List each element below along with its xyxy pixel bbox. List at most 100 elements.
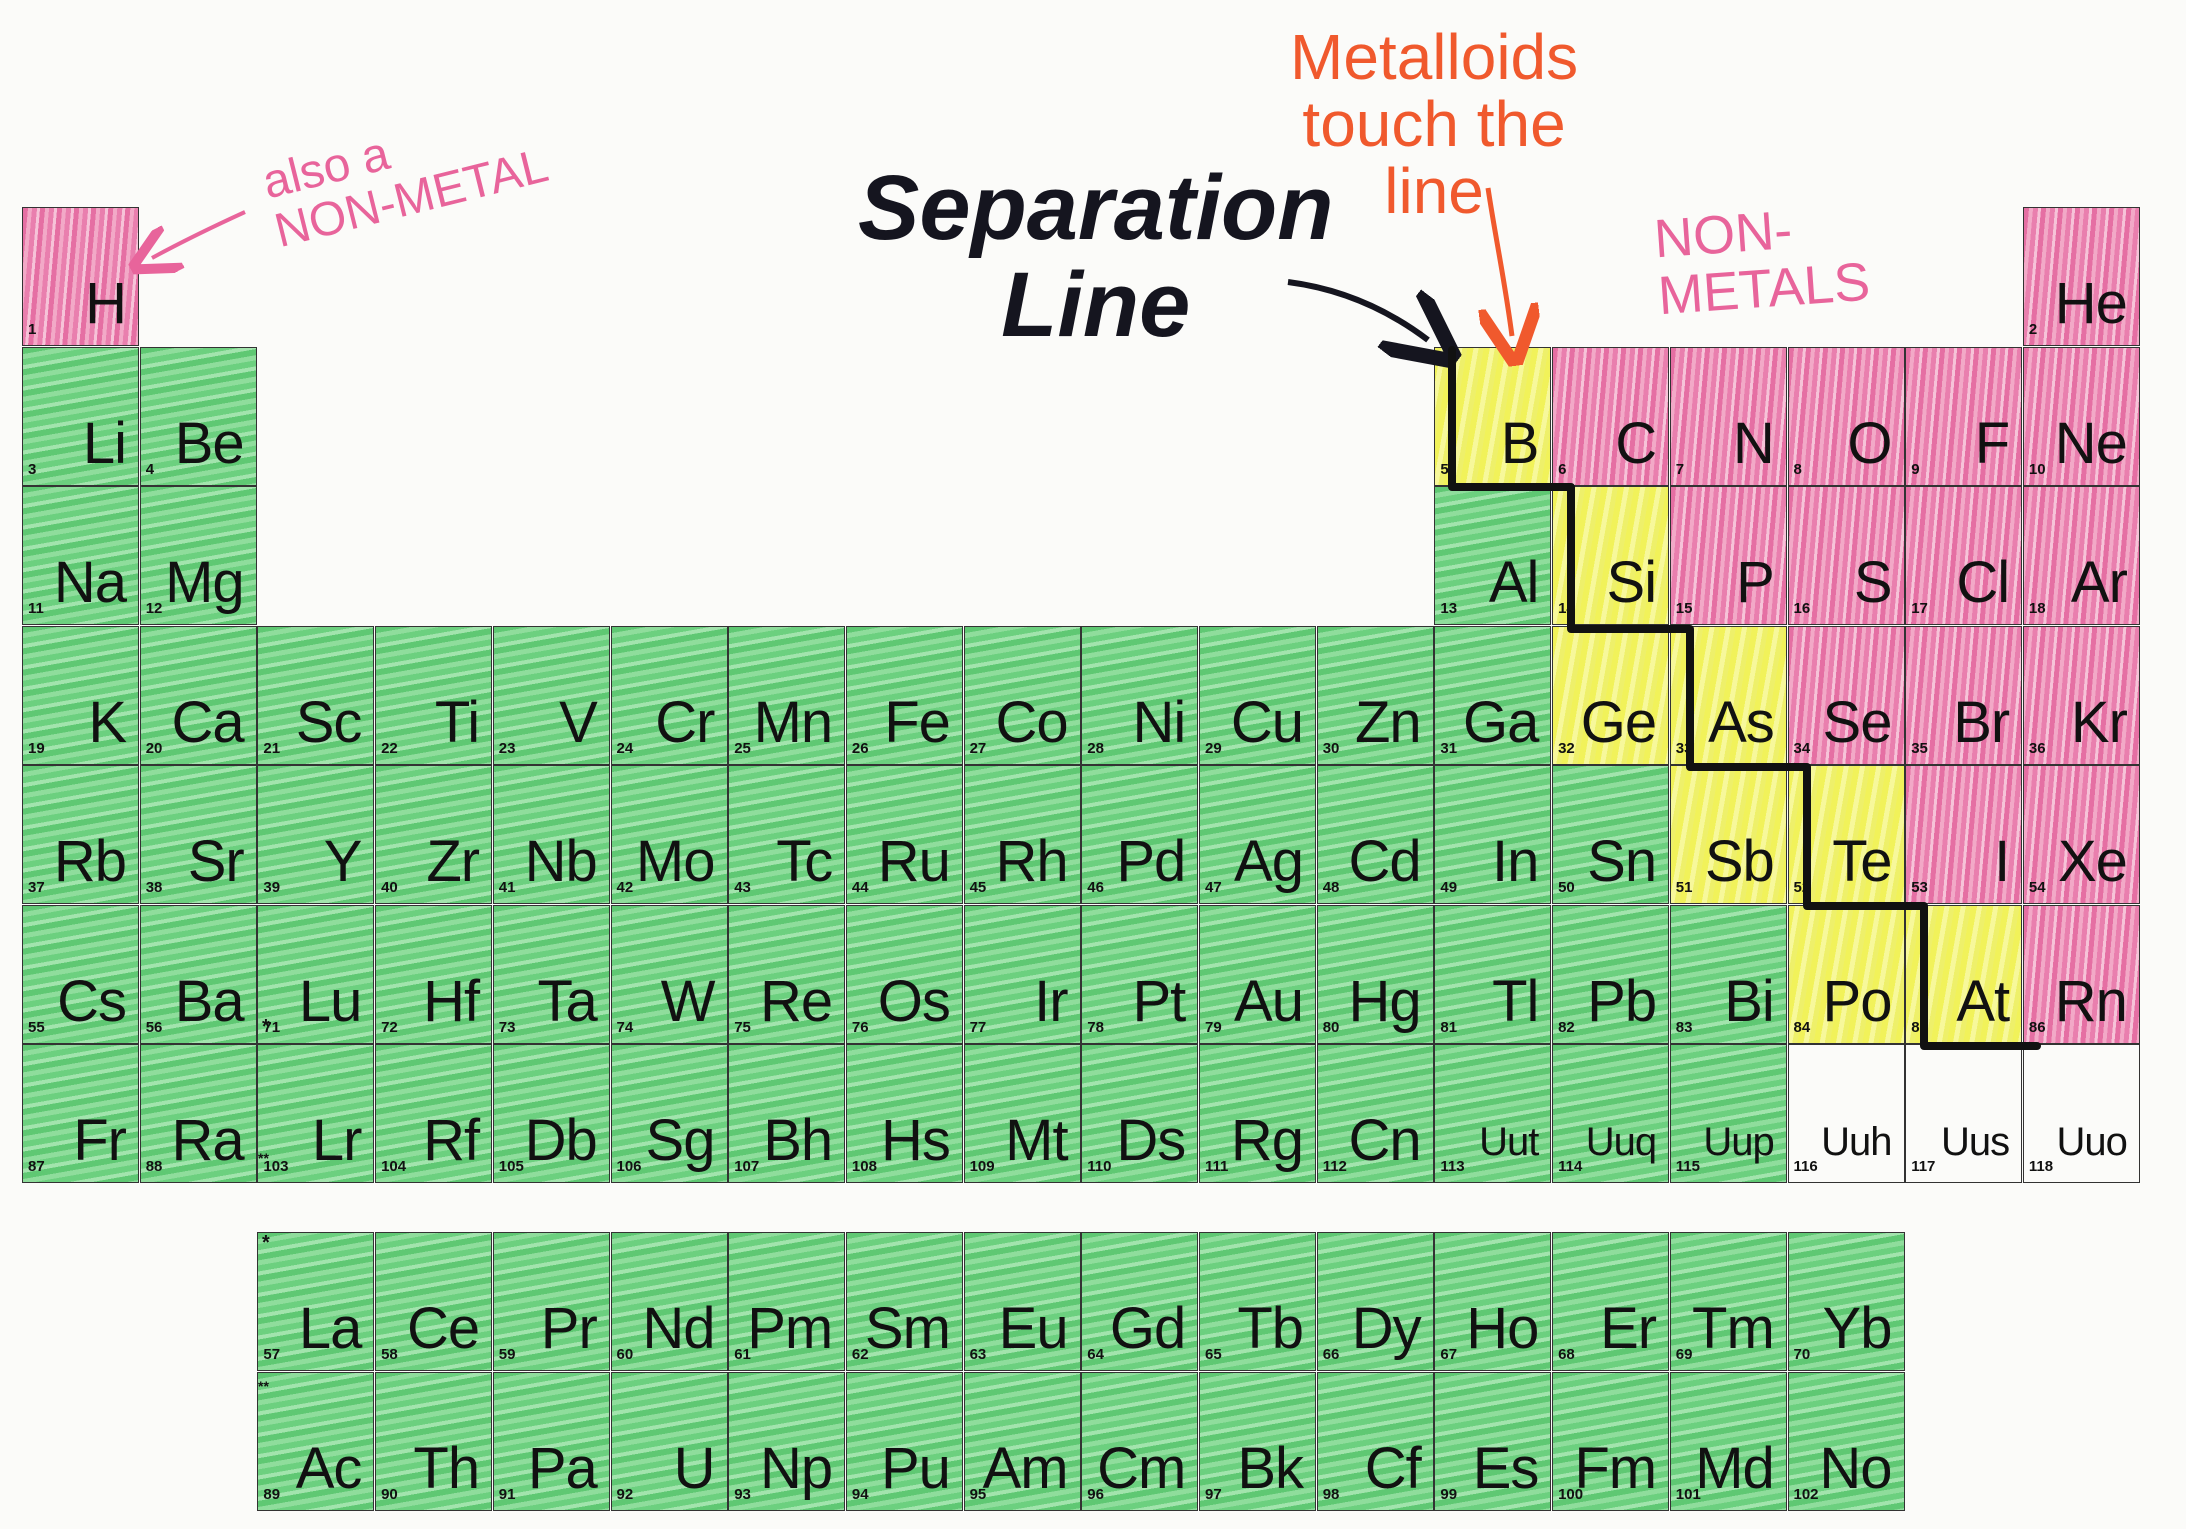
element-symbol: P (1736, 550, 1775, 615)
element-symbol: As (1708, 689, 1775, 755)
element-symbol: Ho (1466, 1296, 1539, 1361)
atomic-number: 43 (734, 879, 751, 896)
atomic-number: 76 (851, 1018, 869, 1036)
element-symbol: V (559, 689, 598, 755)
element-symbol: Na (53, 550, 127, 615)
element-symbol: Rg (1230, 1108, 1304, 1173)
atomic-number: 75 (734, 1018, 751, 1036)
atomic-number: 98 (1322, 1485, 1340, 1503)
atomic-number: 96 (1087, 1485, 1104, 1503)
element-symbol: Nb (524, 829, 598, 894)
element-symbol: Tl (1492, 968, 1539, 1034)
atomic-number: 23 (498, 739, 516, 757)
element-symbol: H (85, 271, 127, 336)
atomic-number: 56 (145, 1018, 163, 1036)
atomic-number: 20 (145, 739, 163, 757)
element-symbol: Br (1953, 689, 2010, 755)
element-symbol: Lu (298, 968, 363, 1034)
element-symbol: Li (82, 410, 127, 476)
lanthanide-row-marker: * (262, 1232, 270, 1254)
element-symbol: Al (1488, 550, 1540, 615)
atomic-number: 44 (851, 879, 869, 896)
atomic-number: 61 (734, 1346, 751, 1363)
atomic-number: 24 (616, 739, 634, 757)
atomic-number: 16 (1793, 600, 1811, 617)
element-symbol: Cu (1230, 689, 1304, 755)
element-cell-v: 23 V (492, 625, 610, 765)
atomic-number: 91 (498, 1485, 516, 1503)
atomic-number: 97 (1205, 1485, 1222, 1503)
element-symbol: Db (524, 1108, 598, 1173)
element-symbol: Zr (426, 829, 480, 894)
element-cell-uut: 113 Uut (1434, 1044, 1552, 1183)
atomic-number: 77 (969, 1018, 987, 1036)
atomic-number: 113 (1440, 1158, 1465, 1175)
atomic-number: 53 (1911, 879, 1928, 896)
element-symbol: Ge (1580, 689, 1657, 755)
atomic-number: 28 (1087, 739, 1104, 757)
atomic-number: 112 (1322, 1158, 1347, 1175)
element-symbol: Bh (763, 1108, 833, 1173)
atomic-number: 74 (616, 1018, 634, 1036)
atomic-number: 32 (1558, 739, 1575, 757)
element-symbol: Th (413, 1435, 480, 1501)
atomic-number: 55 (28, 1018, 45, 1036)
element-symbol: Kr (2070, 689, 2128, 755)
atomic-number: 47 (1205, 879, 1222, 896)
atomic-number: 2 (2028, 321, 2038, 338)
atomic-number: 27 (969, 739, 987, 757)
atomic-number: 71 (263, 1018, 281, 1036)
element-symbol: Md (1695, 1435, 1775, 1501)
element-symbol: Xe (2057, 829, 2128, 894)
element-symbol: Fe (884, 689, 951, 755)
atomic-number: 4 (145, 460, 155, 478)
atomic-number: 118 (2028, 1158, 2054, 1175)
actinide-row-marker: ** (258, 1378, 269, 1394)
atomic-number: 31 (1440, 739, 1458, 757)
element-symbol: Ni (1132, 689, 1187, 755)
element-symbol: Ti (434, 689, 480, 755)
element-symbol: Cs (57, 968, 127, 1034)
atomic-number: 101 (1675, 1485, 1701, 1503)
element-symbol: Te (1832, 829, 1892, 894)
element-symbol: Uut (1479, 1120, 1539, 1164)
element-symbol: Uus (1941, 1120, 2010, 1164)
element-symbol: Ar (2070, 550, 2128, 615)
atomic-number: 63 (969, 1346, 987, 1363)
element-symbol: Er (1600, 1296, 1657, 1361)
element-cell-lu: 71 Lu (257, 904, 375, 1044)
atomic-number: 114 (1558, 1158, 1583, 1175)
atomic-number: 3 (28, 460, 37, 478)
element-symbol: Cl (1956, 550, 2010, 615)
atomic-number: 87 (28, 1158, 45, 1175)
separation-staircase-line (1448, 346, 2041, 1050)
